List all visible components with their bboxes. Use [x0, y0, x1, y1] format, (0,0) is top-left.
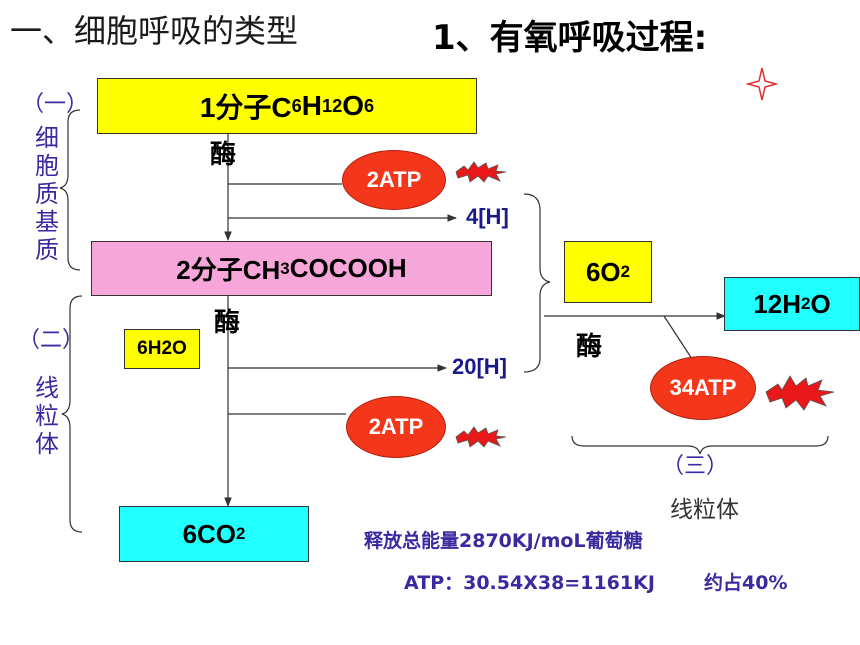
burst-icon	[455, 426, 507, 448]
hydrogen-stage-two: 20[H]	[452, 354, 508, 379]
burst-icon	[455, 161, 507, 183]
ratio-note: 约占40%	[704, 572, 788, 594]
enzyme-label-stage-three: 酶	[576, 332, 603, 362]
stage-two-label: （二）	[18, 328, 85, 353]
stage-one-label: （一）	[22, 92, 89, 117]
atp-stage-two: 2ATP	[346, 396, 446, 458]
atp-stage-three: 34ATP	[650, 356, 756, 420]
mitochondria-label-three: 线粒体	[670, 497, 739, 523]
stage-three-label: （三）	[662, 454, 729, 479]
page-title: 1、有氧呼吸过程:	[432, 18, 708, 58]
enzyme-label-stage-one: 酶	[210, 140, 237, 170]
sparkle-icon	[746, 67, 778, 101]
section-title: 一、细胞呼吸的类型	[10, 12, 299, 50]
atp-stage-one: 2ATP	[342, 150, 446, 210]
atp-calc-note: ATP：30.54X38=1161KJ	[404, 572, 655, 594]
cytoplasm-label: 细 胞 质 基 质	[35, 124, 59, 264]
hydrogen-stage-one: 4[H]	[466, 204, 509, 229]
enzyme-label-stage-two: 酶	[214, 308, 241, 338]
mitochondria-label-two: 线 粒 体	[35, 374, 59, 458]
burst-icon	[765, 375, 835, 411]
energy-note: 释放总能量2870KJ/moL葡萄糖	[364, 530, 643, 552]
